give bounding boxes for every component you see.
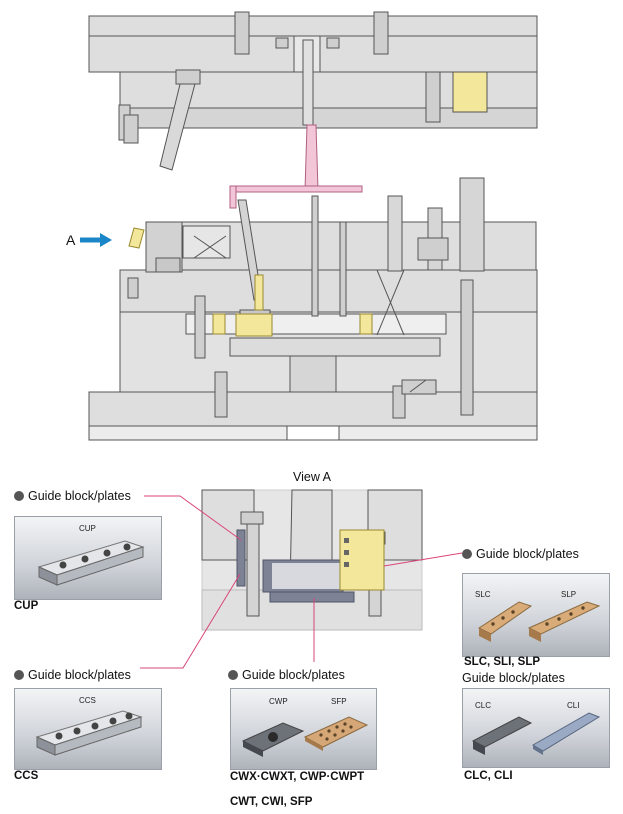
lower-guide-gold-1 bbox=[212, 313, 226, 335]
callout-bottom-center: Guide block/plates bbox=[228, 668, 345, 682]
caption-clc: CLC, CLI bbox=[464, 770, 513, 782]
callout-bottom-left: Guide block/plates bbox=[14, 668, 131, 682]
bullet-icon bbox=[14, 491, 24, 501]
callout-right-upper: Guide block/plates bbox=[462, 547, 579, 561]
caption-cwp-1: CWX·CWXT, CWP·CWPT bbox=[230, 771, 365, 783]
mold-cross-section bbox=[80, 11, 538, 441]
photo-cup-tag: CUP bbox=[79, 524, 96, 533]
view-a-arrow bbox=[80, 233, 112, 247]
photo-slp-tag: SLP bbox=[561, 590, 577, 599]
caption-slc: SLC, SLI, SLP bbox=[464, 656, 541, 668]
callout-right-lower: Guide block/plates bbox=[462, 671, 565, 685]
photo-clc-cli: CLC CLI bbox=[462, 688, 610, 768]
bullet-icon bbox=[462, 549, 472, 559]
caption-cwp-2: CWT, CWI, SFP bbox=[230, 796, 313, 808]
lower-guide-gold-2 bbox=[359, 313, 373, 335]
top-clamp-plate bbox=[88, 15, 538, 37]
caption-ccs: CCS bbox=[14, 770, 39, 782]
photo-cwp-sfp: CWP SFP bbox=[230, 688, 377, 770]
photo-cwp-tag: CWP bbox=[269, 697, 288, 706]
photo-clc-tag: CLC bbox=[475, 701, 492, 710]
top-guide-bushing bbox=[452, 71, 488, 113]
photo-ccs-tag: CCS bbox=[79, 696, 96, 705]
view-a-title: View A bbox=[293, 470, 331, 484]
photo-cli-tag: CLI bbox=[567, 701, 580, 710]
photo-slc-tag: SLC bbox=[475, 590, 491, 599]
view-a-wedge bbox=[128, 227, 145, 249]
view-a-arrow-label: A bbox=[66, 232, 76, 248]
bullet-icon bbox=[14, 670, 24, 680]
photo-sfp-tag: SFP bbox=[331, 697, 347, 706]
photo-cup: CUP bbox=[14, 516, 162, 600]
bullet-icon bbox=[228, 670, 238, 680]
view-a-gold-guide bbox=[339, 529, 385, 591]
sprue-runner bbox=[304, 124, 319, 191]
caption-cup: CUP bbox=[14, 600, 39, 612]
callout-top-left: Guide block/plates bbox=[14, 489, 131, 503]
photo-ccs: CCS bbox=[14, 688, 162, 770]
lower-guide-gold-3 bbox=[235, 313, 273, 337]
photo-slc-slp: SLC SLP bbox=[462, 573, 610, 657]
